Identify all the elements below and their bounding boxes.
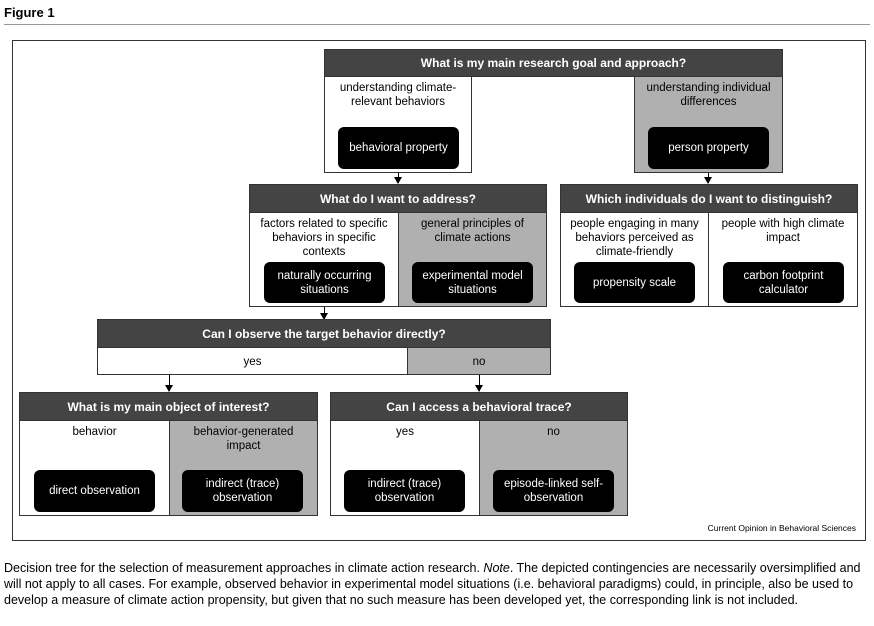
- arrow-q1-q3: [704, 173, 712, 184]
- q3-right-pill: carbon footprint calculator: [723, 262, 844, 303]
- q3-header: Which individuals do I want to distingui…: [560, 184, 858, 213]
- q1-right-pill: person property: [648, 127, 769, 169]
- figure-caption: Decision tree for the selection of measu…: [4, 560, 870, 608]
- q1-right-text: understanding individual differences: [646, 82, 771, 108]
- q4-no-cell: no: [407, 347, 551, 375]
- header-rule: [4, 24, 870, 25]
- arrow-q1-q2: [394, 173, 402, 184]
- q3-left-text: people engaging in many behaviors percei…: [570, 218, 699, 258]
- q4-no-label: no: [472, 356, 486, 368]
- caption-part-1: Decision tree for the selection of measu…: [4, 561, 484, 575]
- q1-header: What is my main research goal and approa…: [324, 49, 783, 77]
- q2-header: What do I want to address?: [249, 184, 547, 213]
- journal-credit: Current Opinion in Behavioral Sciences: [707, 523, 856, 533]
- q4-yes-cell: yes: [97, 347, 408, 375]
- q4-yes-label: yes: [243, 356, 262, 368]
- q6-header: Can I access a behavioral trace?: [330, 392, 628, 421]
- q6-right-text: no: [547, 426, 560, 438]
- q2-right-pill: experimental model situations: [412, 262, 533, 303]
- caption-part-2: . The depicted contingencies are necessa…: [4, 561, 861, 607]
- q4-header: Can I observe the target behavior direct…: [97, 319, 551, 348]
- q2-right-text: general principles of climate actions: [421, 218, 524, 244]
- q6-right-pill: episode-linked self-observation: [493, 470, 614, 512]
- arrow-q4-q5: [165, 375, 173, 392]
- q5-left-text: behavior: [72, 426, 117, 438]
- q1-left-pill: behavioral property: [338, 127, 459, 169]
- arrow-q4-q6: [475, 375, 483, 392]
- q5-right-text: behavior-generated impact: [193, 426, 294, 452]
- caption-note: Note: [483, 561, 510, 575]
- q6-left-pill: indirect (trace) observation: [344, 470, 465, 512]
- arrow-q2-q4: [320, 307, 328, 320]
- q1-left-text: understanding climate-relevant behaviors: [339, 82, 457, 108]
- q5-right-pill: indirect (trace) observation: [182, 470, 303, 512]
- q2-left-text: factors related to specific behaviors in…: [260, 218, 388, 258]
- q5-left-pill: direct observation: [34, 470, 155, 512]
- q6-left-text: yes: [396, 426, 414, 438]
- q5-header: What is my main object of interest?: [19, 392, 318, 421]
- figure-label: Figure 1: [4, 5, 55, 20]
- q2-left-pill: naturally occurring situations: [264, 262, 385, 303]
- q3-right-text: people with high climate impact: [721, 218, 845, 244]
- figure-frame: [12, 40, 866, 541]
- q3-left-pill: propensity scale: [574, 262, 695, 303]
